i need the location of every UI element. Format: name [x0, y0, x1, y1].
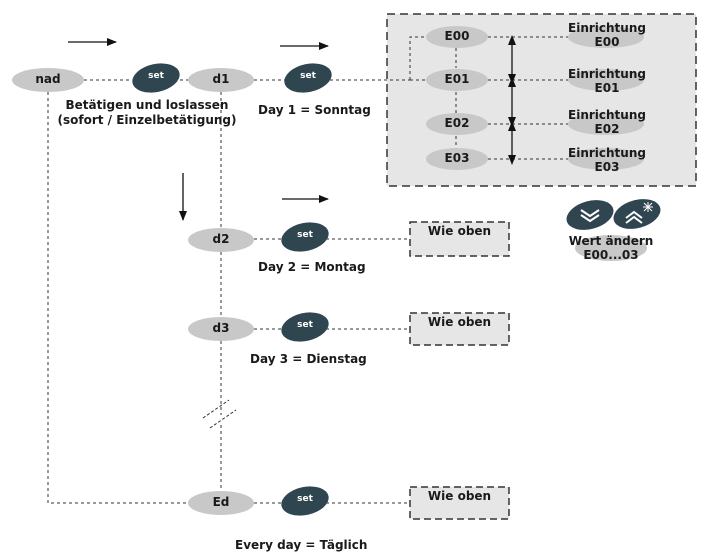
node-e02-label: E02 — [444, 116, 470, 130]
set-button-1-label: set — [148, 71, 164, 81]
change-value-caption: Wert ändern E00...03 — [568, 234, 654, 262]
node-d3 — [188, 317, 254, 341]
set-button-4[interactable] — [279, 308, 332, 345]
chevron-up-snowflake-icon[interactable] — [610, 194, 664, 233]
node-d2-label: d2 — [212, 232, 230, 246]
node-d1-label: d1 — [212, 72, 230, 86]
set-button-5[interactable] — [279, 482, 332, 519]
set-button-3-label: set — [297, 230, 313, 240]
press-release-caption: Betätigen und loslassen (sofort / Einzel… — [57, 98, 237, 127]
set-button-2[interactable] — [282, 59, 335, 96]
day2-caption: Day 2 = Montag — [258, 260, 366, 274]
chevron-down-icon[interactable] — [563, 195, 617, 234]
connector-lines — [47, 36, 573, 504]
node-e01 — [426, 69, 488, 91]
node-nad — [12, 68, 84, 92]
day1-caption: Day 1 = Sonntag — [258, 103, 371, 117]
einrichtung-node-1 — [568, 69, 644, 91]
node-e03-label: E03 — [444, 151, 470, 165]
node-d1 — [188, 68, 254, 92]
einrichtung-node-2 — [568, 113, 644, 135]
break-marks — [202, 399, 237, 429]
every-day-caption: Every day = Täglich — [235, 538, 368, 552]
flow-arrows — [68, 35, 516, 221]
set-button-5-label: set — [297, 494, 313, 504]
node-nad-label: nad — [35, 72, 61, 86]
wie-oben-label-3: Wie oben — [427, 489, 492, 503]
set-button-3[interactable] — [279, 218, 332, 255]
day3-caption: Day 3 = Dienstag — [250, 352, 367, 366]
node-e00-label: E00 — [444, 29, 470, 43]
set-button-2-label: set — [300, 71, 316, 81]
node-ed — [188, 491, 254, 515]
change-value-node — [575, 235, 647, 261]
node-d3-label: d3 — [212, 321, 230, 335]
node-e01-label: E01 — [444, 72, 470, 86]
set-button-4-label: set — [297, 320, 313, 330]
wie-oben-label-1: Wie oben — [427, 224, 492, 238]
einrichtung-node-3 — [568, 148, 644, 170]
einrichtung-node-0 — [568, 26, 644, 48]
node-d2 — [188, 228, 254, 252]
wie-oben-box-2 — [409, 312, 510, 346]
wie-oben-label-2: Wie oben — [427, 315, 492, 329]
wie-oben-box-1 — [409, 221, 510, 257]
node-ed-label: Ed — [212, 495, 230, 509]
set-button-1[interactable] — [130, 59, 183, 96]
node-e03 — [426, 148, 488, 170]
node-e02 — [426, 113, 488, 135]
node-e00 — [426, 26, 488, 48]
wie-oben-box-3 — [409, 486, 510, 520]
